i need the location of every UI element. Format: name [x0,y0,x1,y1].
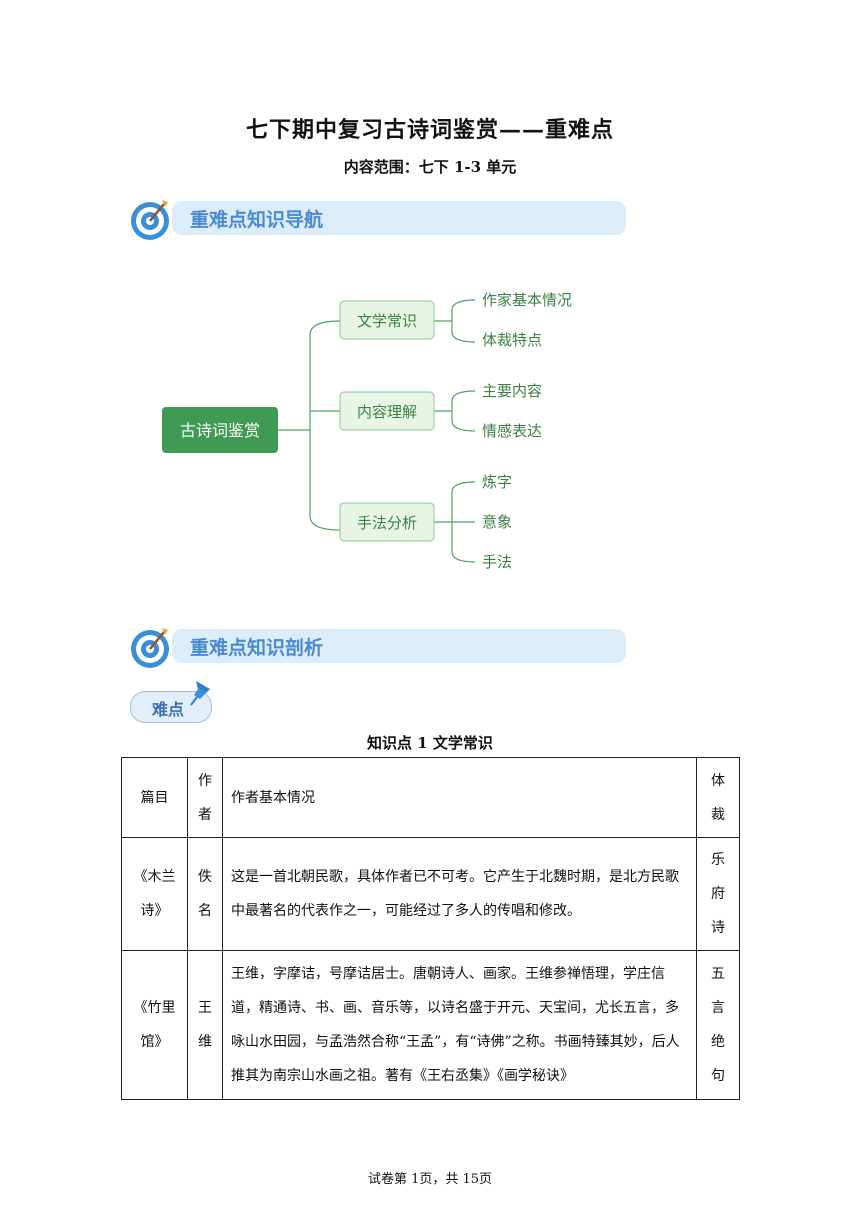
mindmap-branch-label: 内容理解 [357,403,417,421]
mindmap-leaf: 作家基本情况 [482,291,572,309]
pushpin-icon [190,681,210,706]
target-icon [131,200,169,240]
mindmap-branch-label: 文学常识 [357,312,417,330]
mindmap-leaf: 手法 [482,553,512,571]
cell-author: 王维 [187,950,223,1100]
mindmap-leaf: 意象 [482,513,512,531]
knowledge-point-title: 知识点 1 文学常识 [367,734,493,752]
banner-bar [172,201,626,235]
mindmap-root-node [162,407,278,453]
mindmap-leaf: 情感表达 [482,422,542,440]
tag-label: 难点 [152,700,185,719]
cell-info: 王维，字摩诘，号摩诘居士。唐朝诗人、画家。王维参禅悟理，学庄信道，精通诗、书、画… [222,950,697,1100]
header-info: 作者基本情况 [222,757,697,838]
page-footer: 试卷第 1页，共 15页 [367,1172,493,1187]
mindmap-leaf: 主要内容 [482,382,542,400]
section-banner-analysis: 重难点知识剖析 [128,624,628,668]
mindmap-branch-node [339,300,435,340]
mindmap-branch-node [339,502,435,542]
header-genre: 体裁 [696,757,740,838]
mindmap-leaf: 体裁特点 [482,331,542,349]
mindmap-branch-label: 手法分析 [357,514,417,532]
table-header-row: 篇目 作者 作者基本情况 体裁 [121,757,740,838]
literature-table: 篇目 作者 作者基本情况 体裁 《木兰诗》 佚名 这是一首北朝民歌，具体作者已不… [121,757,740,1100]
table-row: 《竹里馆》 王维 王维，字摩诘，号摩诘居士。唐朝诗人、画家。王维参禅悟理，学庄信… [121,950,740,1100]
mindmap-root-label: 古诗词鉴赏 [180,421,260,440]
mindmap-leaf: 炼字 [482,473,512,491]
header-author: 作者 [187,757,223,838]
table-row: 《木兰诗》 佚名 这是一首北朝民歌，具体作者已不可考。它产生于北魏时期，是北方民… [121,837,740,951]
banner-label: 重难点知识剖析 [190,637,324,659]
banner-label: 重难点知识导航 [190,209,324,231]
section-banner-navigation: 重难点知识导航 [128,196,628,240]
document-title: 七下期中复习古诗词鉴赏——重难点 [245,117,614,143]
cell-title: 《木兰诗》 [121,837,188,951]
cell-info: 这是一首北朝民歌，具体作者已不可考。它产生于北魏时期，是北方民歌中最著名的代表作… [222,837,697,951]
header-title: 篇目 [121,757,188,838]
mindmap-branch-node [339,391,435,431]
cell-genre: 乐府诗 [696,837,740,951]
cell-genre: 五言绝句 [696,950,740,1100]
cell-title: 《竹里馆》 [121,950,188,1100]
difficulty-tag: 难点 [128,681,218,727]
target-icon [131,628,169,668]
cell-author: 佚名 [187,837,223,951]
mind-map: 古诗词鉴赏 文学常识 内容理解 手法分析 作家基本情况 体裁特点 主要内容 情感… [162,291,572,571]
content-scope: 内容范围：七下 1-3 单元 [343,158,517,176]
banner-bar [172,629,626,663]
